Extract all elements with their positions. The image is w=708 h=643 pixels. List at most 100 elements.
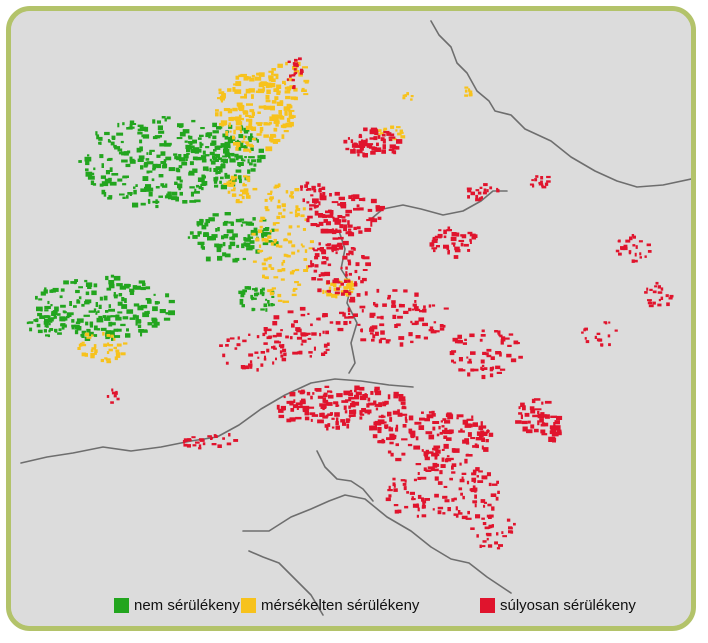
green-patch: [149, 187, 154, 192]
red-patch: [385, 339, 391, 342]
green-patch: [67, 312, 74, 316]
green-patch: [224, 152, 230, 157]
yellow-patch: [248, 88, 255, 93]
red-patch: [368, 146, 376, 149]
red-patch: [283, 352, 287, 357]
red-patch: [556, 429, 562, 434]
red-patch: [395, 457, 402, 462]
red-patch: [334, 217, 340, 223]
yellow-patch: [339, 280, 343, 283]
green-patch: [241, 221, 248, 224]
red-patch: [456, 414, 464, 418]
red-patch: [387, 297, 391, 300]
red-patch: [418, 425, 425, 430]
red-patch: [332, 237, 339, 240]
green-patch: [67, 314, 72, 317]
yellow-patch: [270, 242, 274, 246]
red-patch: [331, 244, 338, 249]
red-patch: [364, 144, 368, 147]
red-patch: [182, 440, 186, 444]
yellow-patch: [340, 290, 345, 293]
red-patch: [550, 415, 557, 418]
red-patch: [437, 481, 443, 485]
yellow-patch: [291, 244, 296, 248]
yellow-patch: [257, 250, 262, 253]
red-patch: [348, 312, 351, 315]
red-patch: [453, 497, 457, 501]
red-patch: [329, 321, 334, 324]
red-patch: [628, 251, 631, 255]
green-patch: [78, 160, 82, 163]
green-patch: [78, 296, 82, 300]
red-patch: [376, 316, 382, 319]
green-patch: [135, 322, 138, 326]
green-patch: [135, 184, 138, 187]
red-patch: [549, 425, 556, 430]
red-patch: [431, 239, 438, 243]
green-patch: [140, 304, 148, 309]
red-patch: [498, 334, 501, 337]
green-patch: [178, 154, 182, 158]
green-patch: [218, 247, 222, 251]
red-patch: [347, 261, 352, 266]
green-patch: [194, 188, 197, 192]
red-patch: [353, 207, 360, 211]
green-patch: [191, 119, 196, 123]
red-patch: [357, 323, 361, 326]
red-patch: [496, 547, 501, 550]
green-patch: [224, 141, 231, 146]
red-patch: [444, 420, 451, 424]
green-patch: [105, 170, 110, 175]
red-patch: [482, 191, 487, 195]
green-patch: [39, 315, 46, 319]
green-patch: [114, 146, 121, 150]
yellow-patch: [262, 86, 265, 92]
yellow-patch: [232, 176, 238, 179]
green-patch: [84, 156, 92, 162]
red-patch: [430, 467, 435, 471]
red-patch: [460, 492, 463, 496]
green-patch: [113, 335, 121, 338]
red-patch: [366, 219, 371, 222]
red-patch: [349, 409, 355, 415]
green-patch: [192, 156, 198, 161]
red-patch: [398, 336, 405, 340]
red-patch: [387, 294, 391, 298]
red-patch: [114, 391, 118, 395]
green-patch: [127, 192, 133, 195]
red-patch: [652, 290, 657, 294]
green-patch: [100, 327, 107, 331]
red-patch: [272, 321, 278, 326]
red-patch: [491, 483, 498, 486]
green-patch: [192, 235, 198, 239]
red-patch: [207, 435, 212, 438]
red-patch: [421, 504, 426, 509]
red-patch: [443, 443, 449, 449]
green-patch: [253, 227, 258, 231]
red-patch: [491, 524, 494, 528]
green-patch: [220, 184, 227, 190]
red-patch: [417, 507, 420, 512]
green-patch: [126, 195, 129, 199]
green-patch: [212, 156, 218, 161]
red-patch: [321, 250, 327, 255]
green-patch: [182, 200, 188, 204]
green-patch: [165, 183, 168, 188]
green-patch: [116, 132, 124, 136]
red-patch: [374, 390, 382, 396]
red-patch: [408, 428, 413, 434]
red-patch: [618, 239, 621, 243]
red-patch: [289, 336, 293, 340]
yellow-patch: [464, 94, 468, 97]
green-patch: [137, 319, 141, 324]
red-patch: [325, 414, 329, 418]
red-patch: [556, 415, 563, 420]
green-patch: [199, 143, 203, 148]
red-patch: [454, 249, 461, 253]
red-patch: [502, 535, 507, 538]
green-patch: [224, 174, 230, 179]
red-patch: [483, 183, 488, 187]
green-patch: [238, 145, 245, 148]
red-patch: [352, 401, 360, 406]
red-patch: [544, 400, 552, 404]
